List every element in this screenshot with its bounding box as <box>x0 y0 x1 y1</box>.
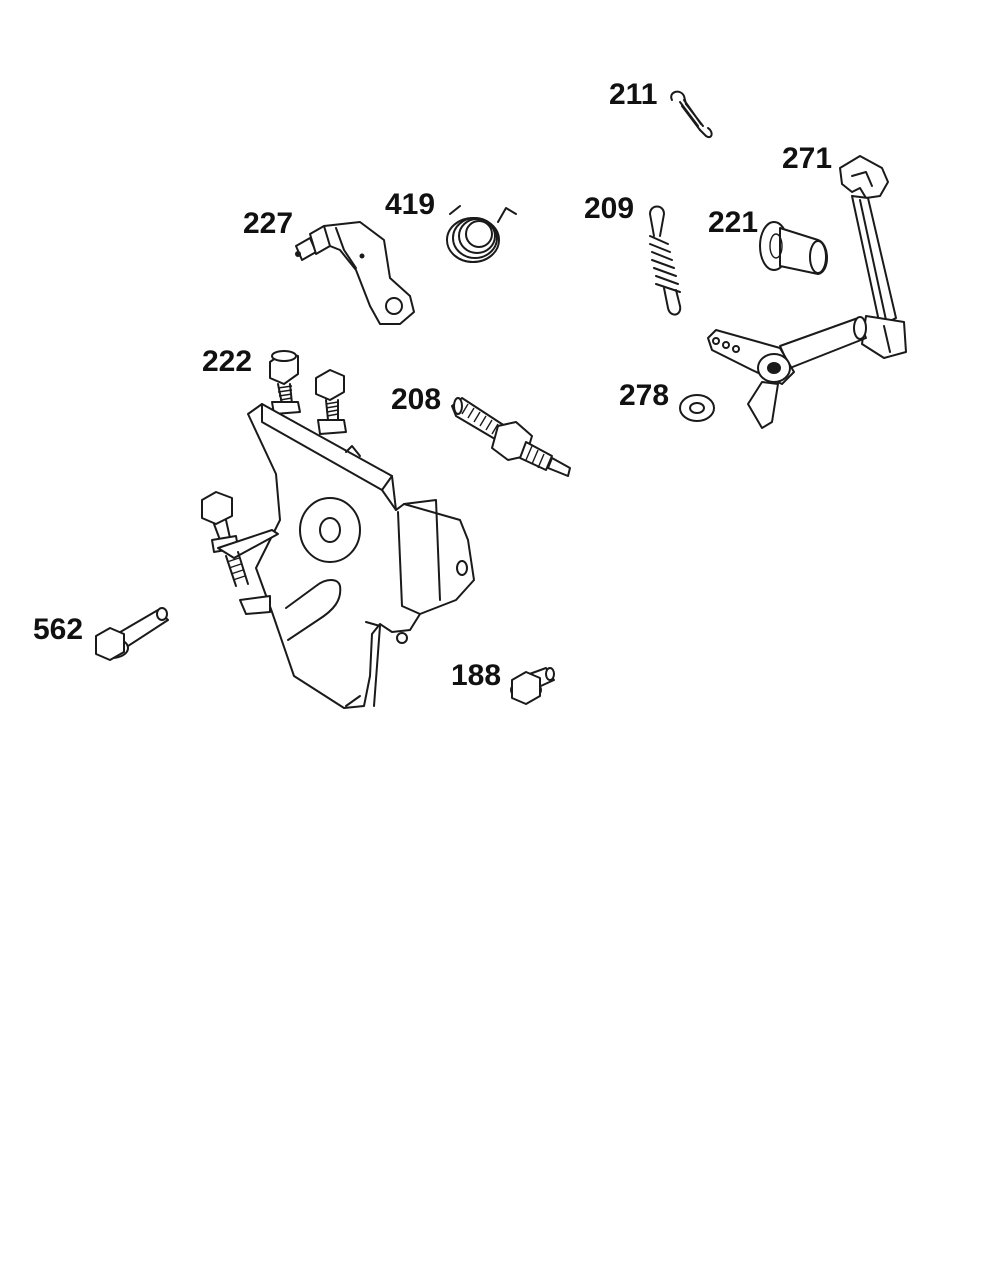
label-278: 278 <box>619 379 669 412</box>
bushing-icon <box>759 221 828 275</box>
governor-lever-icon <box>707 155 907 429</box>
label-211: 211 <box>609 78 657 111</box>
short-bolt-icon <box>510 667 555 705</box>
lower-stop-screw <box>201 491 279 587</box>
label-188: 188 <box>451 659 501 692</box>
main-bracket-plate <box>239 403 475 709</box>
extension-spring-small-icon <box>670 90 713 138</box>
stop-screw-icon <box>269 350 347 435</box>
label-222: 222 <box>202 345 252 378</box>
extension-spring-icon <box>649 205 682 316</box>
label-271: 271 <box>782 142 832 175</box>
label-562: 562 <box>33 613 83 646</box>
label-227: 227 <box>243 207 293 240</box>
washer-icon <box>679 394 715 422</box>
torsion-spring-icon <box>446 205 517 263</box>
label-209: 209 <box>584 192 634 225</box>
flange-bolt-icon <box>95 607 169 661</box>
adjusting-screw-icon <box>451 397 571 477</box>
throttle-bracket-icon <box>295 221 415 325</box>
label-419: 419 <box>385 188 435 221</box>
label-221: 221 <box>708 206 758 239</box>
label-208: 208 <box>391 383 441 416</box>
